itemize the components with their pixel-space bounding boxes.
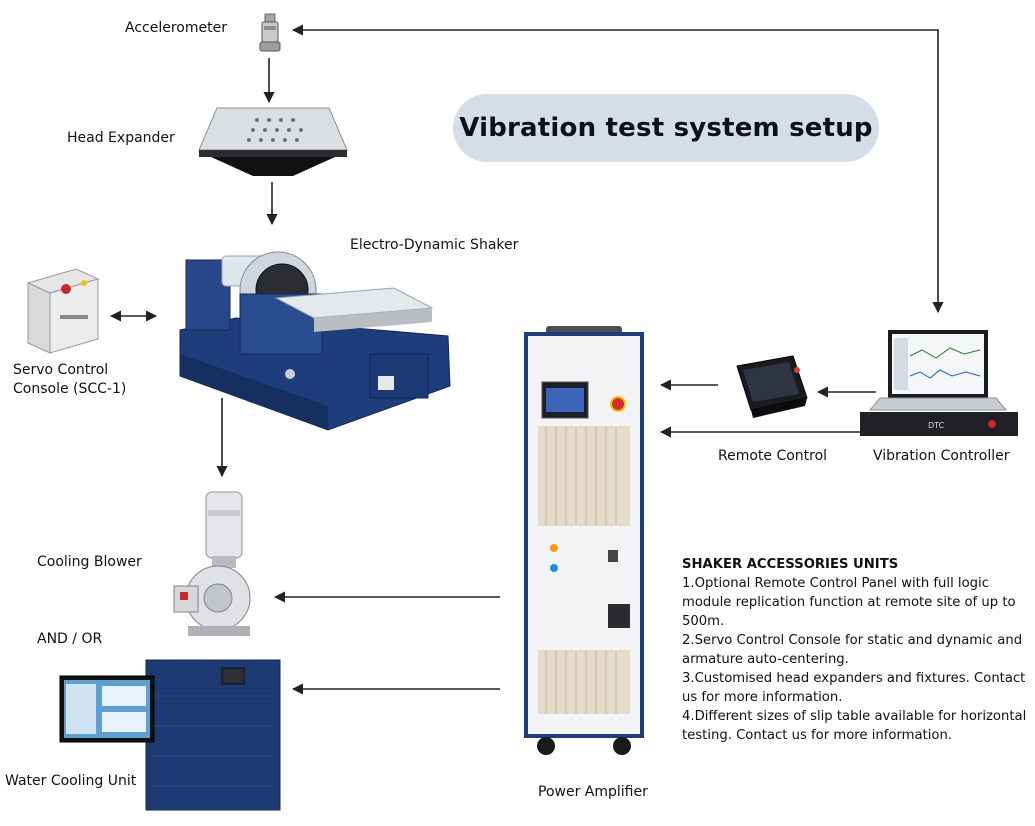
label-remote-control: Remote Control [718, 448, 828, 464]
label-shaker: Electro-Dynamic Shaker [350, 237, 519, 253]
accessories-notes: SHAKER ACCESSORIES UNITS 1.Optional Remo… [682, 555, 1027, 745]
power-amplifier-image [524, 326, 644, 755]
shaker-image [179, 251, 451, 431]
cooling-blower-image [173, 491, 251, 636]
water-cooling-unit-image [59, 659, 281, 811]
label-cooling-blower: Cooling Blower [37, 554, 142, 570]
remote-control-image [736, 355, 808, 418]
controller-brand: DTC [928, 421, 945, 430]
label-power-amplifier: Power Amplifier [538, 784, 648, 800]
label-head-expander: Head Expander [67, 130, 175, 146]
notes-item: 2.Servo Control Console for static and d… [682, 633, 1023, 667]
label-vibration-controller: Vibration Controller [873, 448, 1010, 464]
notes-item: 3.Customised head expanders and fixtures… [682, 671, 1026, 705]
label-accelerometer: Accelerometer [125, 20, 227, 36]
notes-item: 1.Optional Remote Control Panel with ful… [682, 576, 1016, 629]
servo-console-image [26, 268, 100, 354]
label-servo-line1: Servo Control [13, 362, 109, 378]
accelerometer-icon [259, 13, 281, 52]
notes-heading: SHAKER ACCESSORIES UNITS [682, 557, 899, 572]
label-and-or: AND / OR [37, 631, 103, 647]
head-expander-image [198, 107, 348, 176]
vibration-controller-image: DTC [860, 330, 1018, 436]
arrow-controller-accel-loop [291, 24, 944, 314]
notes-item: 4.Different sizes of slip table availabl… [682, 709, 1027, 743]
label-servo-line2: Console (SCC-1) [13, 381, 127, 397]
label-water-cooling: Water Cooling Unit [5, 773, 137, 789]
